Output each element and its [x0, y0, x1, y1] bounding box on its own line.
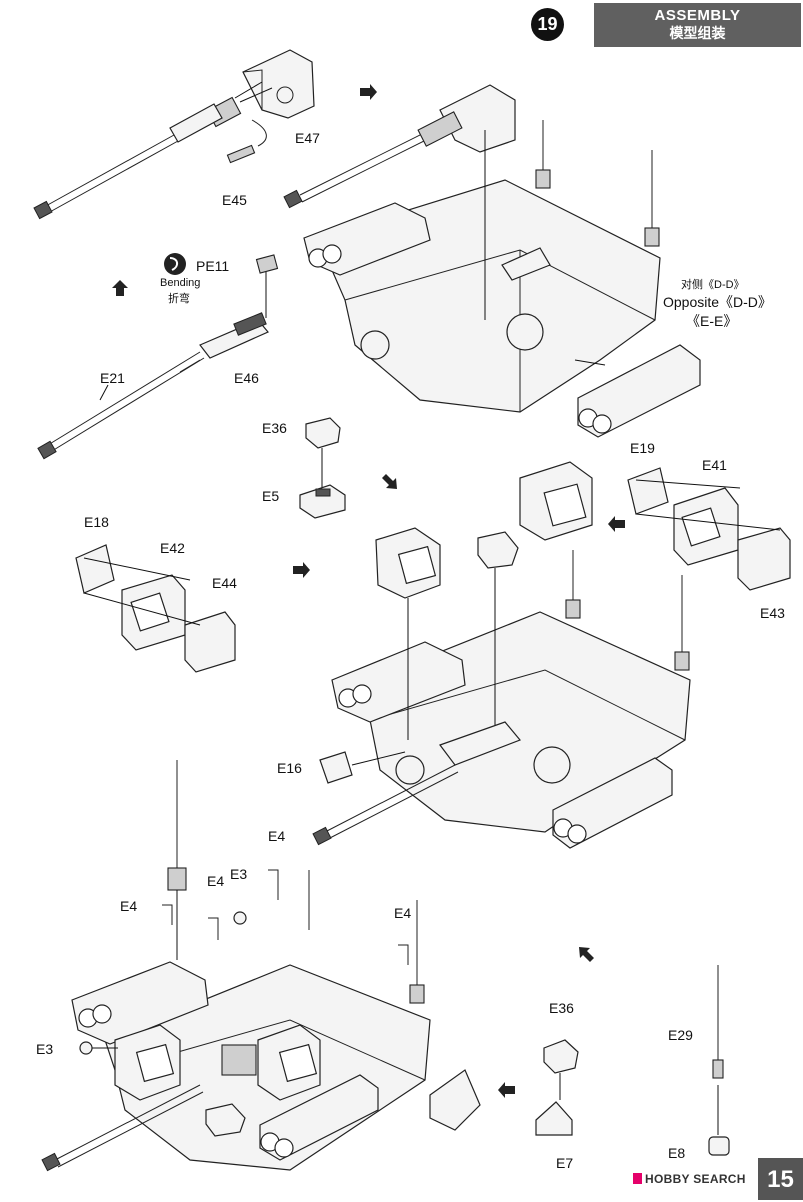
label-e36-bottom: E36 — [549, 1000, 574, 1016]
label-e3-left: E3 — [36, 1041, 54, 1057]
label-e8: E8 — [668, 1145, 686, 1161]
hull-assembly-2 — [312, 527, 691, 849]
barrel-assembly-e21 — [37, 254, 279, 460]
label-pe11: PE11 — [196, 258, 230, 274]
label-e3-top: E3 — [230, 866, 248, 882]
label-e16: E16 — [277, 760, 302, 776]
label-e4-mid: E4 — [207, 873, 225, 889]
bending-note-en: Bending — [160, 277, 201, 289]
label-e4-top: E4 — [268, 828, 286, 844]
sensor-box-e18-e42-e44 — [75, 544, 236, 673]
label-e7: E7 — [556, 1155, 574, 1171]
label-e4-right: E4 — [394, 905, 412, 921]
header-title-en: ASSEMBLY — [654, 7, 741, 24]
section-header: ASSEMBLY 模型组装 — [594, 3, 801, 47]
parts-e36-e5 — [299, 417, 346, 519]
hull-assembly-3 — [41, 760, 481, 1172]
label-e5: E5 — [262, 488, 280, 504]
bending-note-zh: 折弯 — [168, 293, 190, 305]
opposite-note-ee: 《E-E》 — [686, 313, 738, 329]
watermark: HOBBY SEARCH — [645, 1172, 746, 1186]
label-e41: E41 — [702, 457, 727, 473]
label-e43: E43 — [760, 605, 785, 621]
bending-icon — [164, 253, 186, 275]
gun-assembly-e47 — [33, 49, 315, 220]
header-title-zh: 模型组装 — [669, 25, 726, 41]
label-e45: E45 — [222, 192, 247, 208]
hull-assembly-1 — [283, 84, 701, 438]
label-e4-left: E4 — [120, 898, 138, 914]
opposite-note-zh: 对侧《D-D》 — [681, 279, 745, 291]
page-number: 15 — [758, 1158, 803, 1200]
label-e46: E46 — [234, 370, 259, 386]
parts-e36-e7-e29-e8 — [535, 965, 730, 1156]
label-e21: E21 — [100, 370, 125, 386]
label-e29: E29 — [668, 1027, 693, 1043]
opposite-note-en: Opposite《D-D》 — [663, 294, 772, 310]
sensor-box-e19-e41-e43 — [519, 461, 791, 591]
label-e44: E44 — [212, 575, 237, 591]
label-e47: E47 — [295, 130, 320, 146]
flow-arrows — [112, 84, 625, 1098]
label-e19: E19 — [630, 440, 655, 456]
label-e36-top: E36 — [262, 420, 287, 436]
step-number-badge: 19 — [531, 8, 564, 41]
label-e42: E42 — [160, 540, 185, 556]
hobbysearch-logo-icon — [633, 1173, 642, 1184]
label-e18: E18 — [84, 514, 109, 530]
